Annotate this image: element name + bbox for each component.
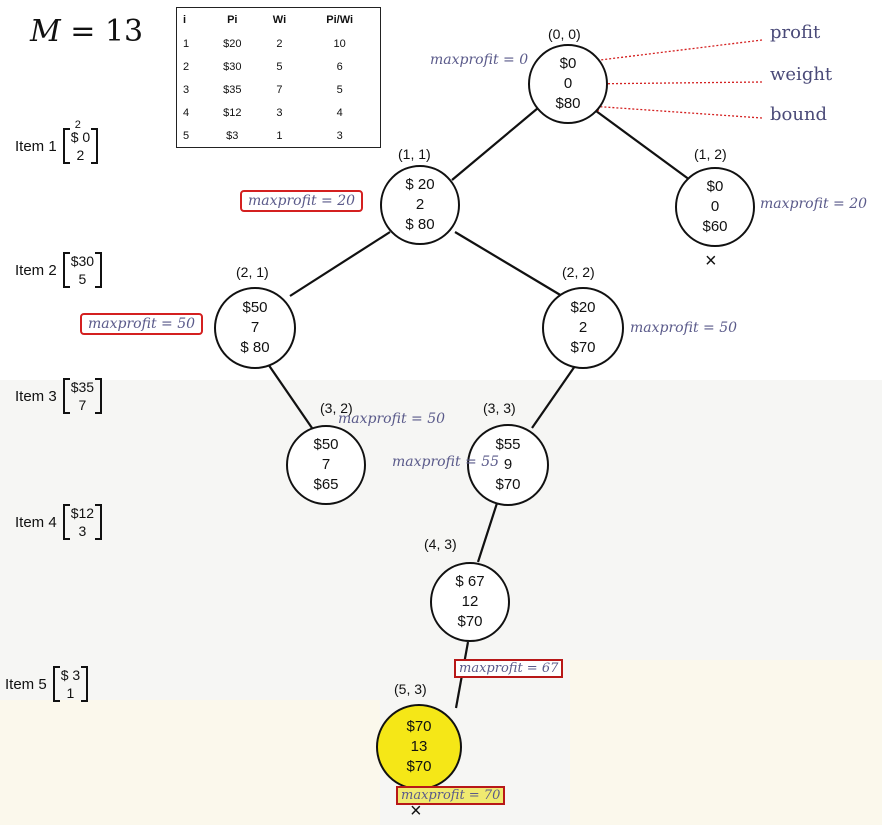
edge-33-43: [476, 499, 500, 563]
legend-bound: bound: [770, 104, 828, 125]
maxprofit-annotation-highlighted: maxprofit = 50: [80, 313, 204, 335]
node-label: (3, 3): [483, 400, 516, 416]
bound-arrow: [588, 101, 763, 119]
maxprofit-annotation-highlighted: maxprofit = 20: [240, 190, 364, 212]
legend-weight: weight: [770, 64, 833, 85]
node-label: (5, 3): [394, 681, 427, 697]
table-header-row: i Pi Wi Pi/Wi: [183, 14, 354, 26]
edge-21-32: [267, 363, 313, 429]
edge-11-21: [289, 231, 391, 297]
item-5-vector: Item 5 $ 3 1: [5, 666, 89, 702]
maxprofit-annotation: maxprofit = 50: [338, 411, 446, 427]
item-2-vector: Item 2 $30 5: [15, 252, 103, 288]
edge-00-11: [451, 107, 539, 181]
tree-node-1-2: $0 0 $60: [675, 167, 755, 247]
maxprofit-annotation: maxprofit = 20: [760, 196, 868, 212]
pruned-mark: ×: [705, 250, 717, 272]
maxprofit-annotation: maxprofit = 55: [392, 454, 500, 470]
tree-node-3-2: $50 7 $65: [286, 425, 366, 505]
tree-node-0-0: $0 0 $80: [528, 44, 608, 124]
maxprofit-annotation: maxprofit = 0: [430, 52, 529, 68]
tree-node-3-3: $55 9 $70: [467, 424, 549, 506]
background-patch: [0, 700, 380, 825]
items-table: i Pi Wi Pi/Wi 1 $20 2 10 2 $30 5 6 3 $35…: [176, 7, 381, 148]
maxprofit-annotation-highlighted: maxprofit = 70: [396, 786, 506, 805]
node-label: (1, 1): [398, 146, 431, 162]
tree-node-1-1: $ 20 2 $ 80: [380, 165, 460, 245]
edge-22-33: [531, 365, 576, 429]
tree-node-2-1: $50 7 $ 80: [214, 287, 296, 369]
legend-profit: profit: [770, 22, 821, 43]
capacity-title: M = 13: [30, 14, 144, 49]
item-1-vector: Item 1 2 $ 0 2: [15, 119, 99, 164]
background-patch: [570, 660, 882, 825]
node-label: (2, 2): [562, 264, 595, 280]
node-label: (0, 0): [548, 26, 581, 42]
node-label: (4, 3): [424, 536, 457, 552]
edge-11-22: [454, 231, 563, 297]
tree-node-5-3-optimal: $70 13 $70: [376, 704, 462, 790]
table-row: 1 $20 2 10: [183, 37, 346, 50]
node-label: (3, 2): [320, 400, 353, 416]
edge-00-12: [591, 107, 691, 181]
item-3-vector: Item 3 $35 7: [15, 378, 103, 414]
node-label: (2, 1): [236, 264, 269, 280]
item-4-vector: Item 4 $12 3: [15, 504, 103, 540]
node-label: (1, 2): [694, 146, 727, 162]
table-row: 4 $12 3 4: [183, 106, 343, 119]
maxprofit-annotation: maxprofit = 50: [630, 320, 738, 336]
table-row: 3 $35 7 5: [183, 83, 343, 96]
table-row: 2 $30 5 6: [183, 60, 343, 73]
profit-arrow: [582, 39, 763, 67]
table-row: 5 $3 1 3: [183, 129, 343, 142]
pruned-mark: ×: [410, 800, 422, 822]
tree-node-4-3: $ 67 12 $70: [430, 562, 510, 642]
maxprofit-annotation-highlighted: maxprofit = 67: [454, 659, 564, 678]
tree-node-2-2: $20 2 $70: [542, 287, 624, 369]
